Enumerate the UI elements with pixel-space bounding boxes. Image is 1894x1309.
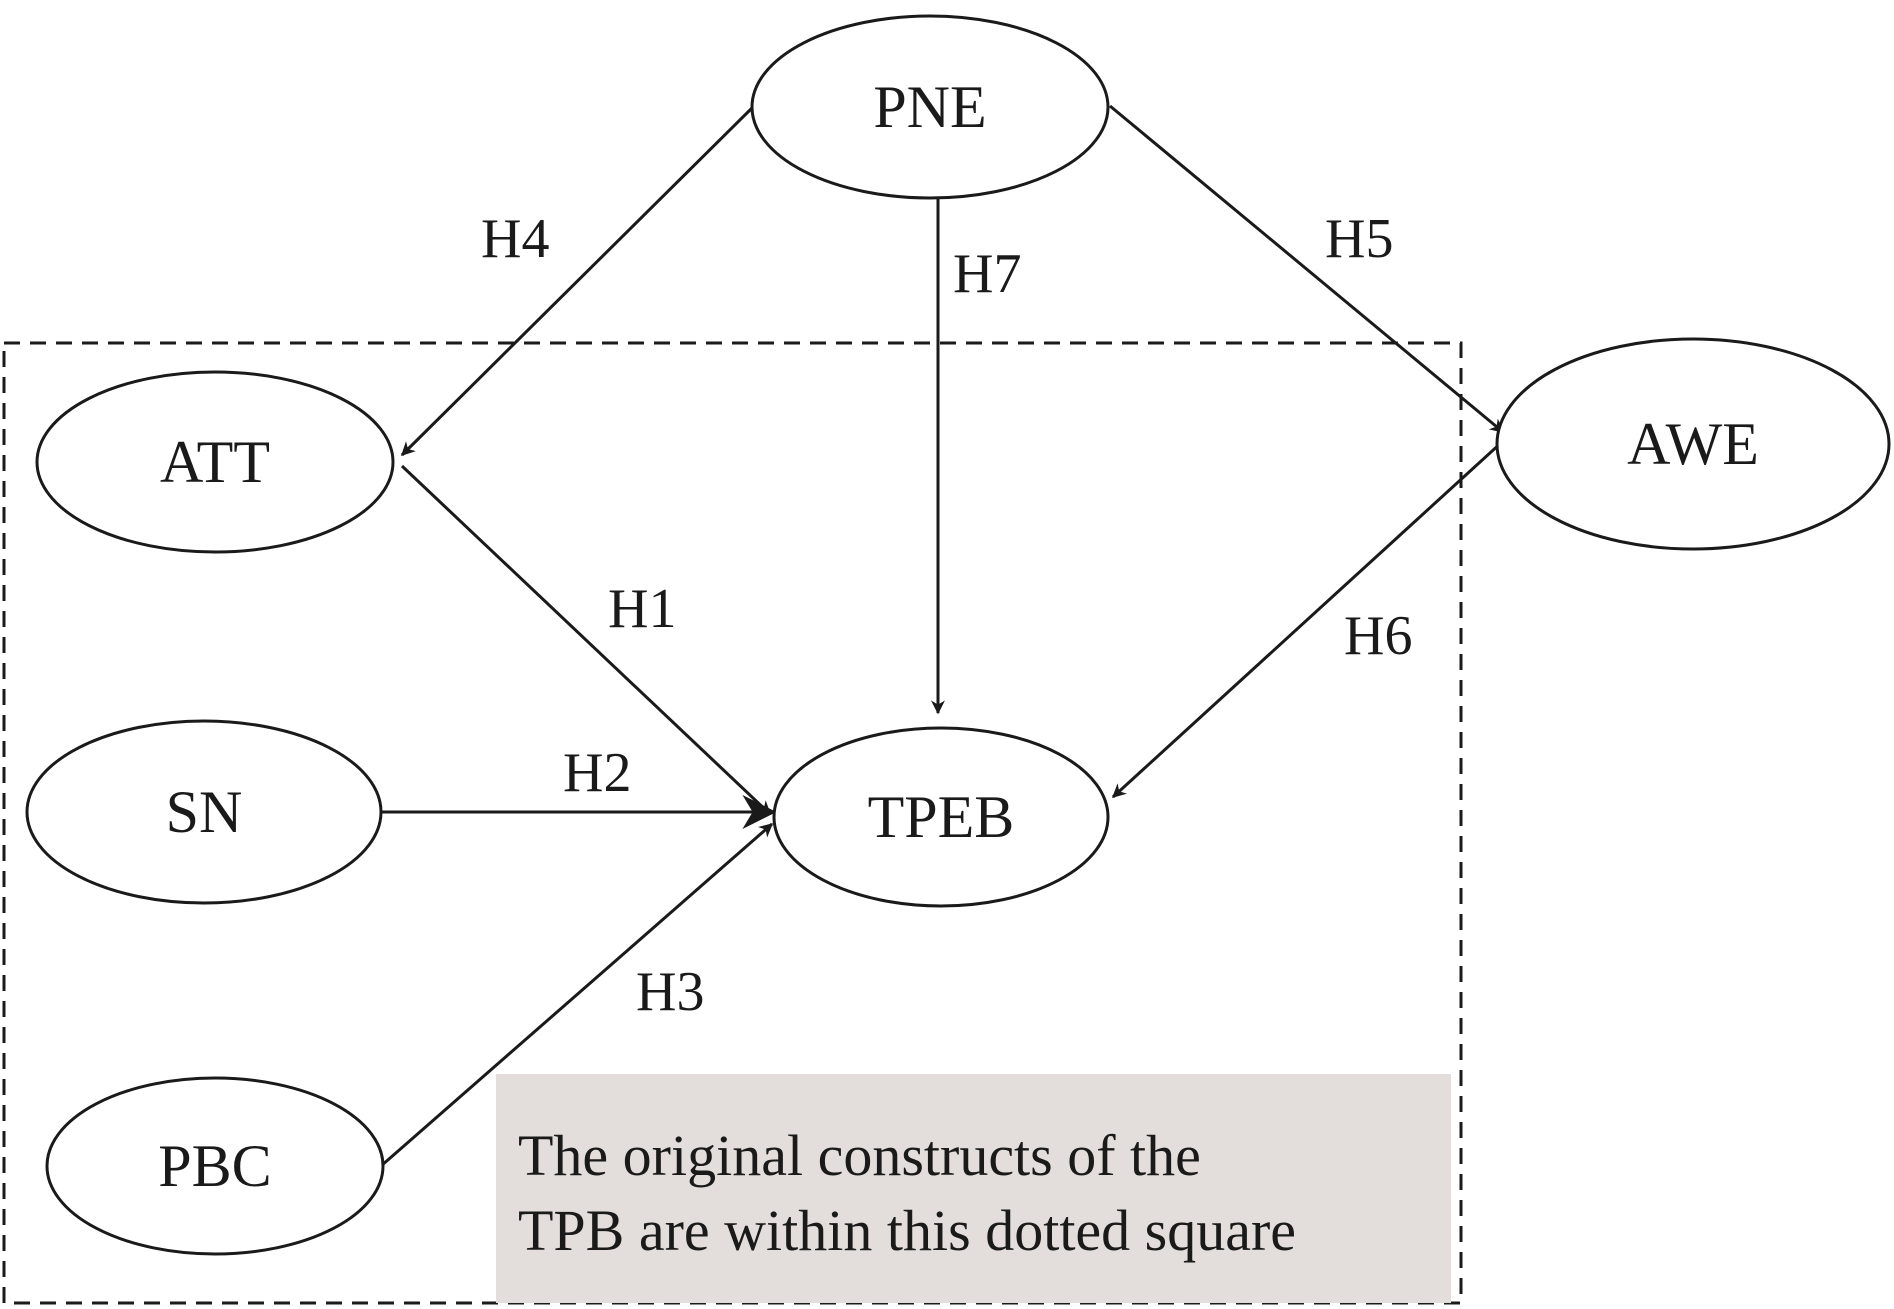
node-sn: SN xyxy=(25,719,383,905)
path-label-h7: H7 xyxy=(953,243,1021,305)
node-awe-shape xyxy=(1495,337,1891,551)
node-pne: PNE xyxy=(750,14,1110,200)
node-tpeb: TPEB xyxy=(772,726,1110,908)
node-pbc-shape xyxy=(45,1076,385,1256)
path-label-h2: H2 xyxy=(563,742,631,804)
node-pne-label: PNE xyxy=(873,74,986,140)
note-line-2: TPB are within this dotted square xyxy=(518,1198,1296,1263)
edge-h4-pne-att xyxy=(400,106,754,457)
edge-h3-pbc-tpeb xyxy=(380,822,774,1168)
note-box xyxy=(496,1074,1451,1303)
path-label-h3: H3 xyxy=(636,961,704,1023)
path-label-h5: H5 xyxy=(1325,208,1393,270)
node-sn-shape xyxy=(25,719,383,905)
path-label-h4: H4 xyxy=(481,208,549,270)
node-att-label: ATT xyxy=(160,429,270,495)
node-awe-label: AWE xyxy=(1627,411,1759,477)
edge-h1-att-tpeb xyxy=(400,464,772,816)
node-att: ATT xyxy=(35,370,395,554)
node-tpeb-label: TPEB xyxy=(868,784,1015,850)
node-awe: AWE xyxy=(1495,337,1891,551)
tpb-boundary xyxy=(2,341,1463,1305)
path-label-h6: H6 xyxy=(1344,605,1412,667)
node-pbc: PBC xyxy=(45,1076,385,1256)
edge-h6-awe-tpeb xyxy=(1111,440,1504,799)
note-line-1: The original constructs of the xyxy=(518,1123,1201,1188)
node-pne-shape xyxy=(750,14,1110,200)
node-tpeb-shape xyxy=(772,726,1110,908)
node-pbc-label: PBC xyxy=(158,1133,271,1199)
path-label-h1: H1 xyxy=(608,578,676,640)
edge-h5-pne-awe xyxy=(1109,104,1505,434)
node-sn-label: SN xyxy=(166,779,243,845)
node-att-shape xyxy=(35,370,395,554)
